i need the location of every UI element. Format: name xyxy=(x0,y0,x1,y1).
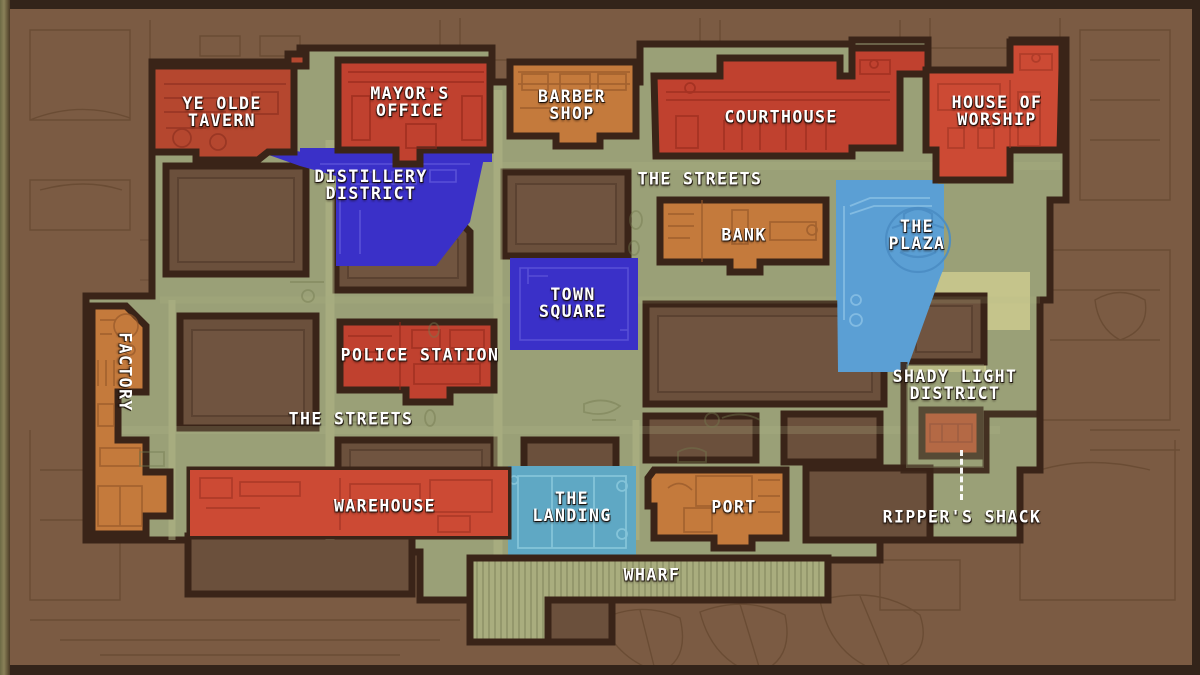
label-wharf[interactable]: WHARF xyxy=(623,565,681,585)
street-props xyxy=(139,210,761,467)
generic-buildings xyxy=(162,162,988,646)
label-the-streets-south[interactable]: THE STREETS xyxy=(288,409,414,429)
building-police-station[interactable] xyxy=(336,318,498,406)
label-mayors-office[interactable]: MAYOR'S OFFICE xyxy=(370,84,450,120)
label-the-landing[interactable]: THE LANDING xyxy=(532,489,612,525)
label-port[interactable]: PORT xyxy=(711,497,757,517)
building-bank[interactable] xyxy=(656,196,830,276)
district-wharf[interactable] xyxy=(466,554,832,646)
label-the-streets-north[interactable]: THE STREETS xyxy=(637,169,763,189)
district-plaza[interactable] xyxy=(836,180,952,372)
district-the-landing[interactable] xyxy=(508,466,636,558)
building-ye-olde-tavern[interactable] xyxy=(148,50,310,164)
label-house-of-worship[interactable]: HOUSE OF WORSHIP xyxy=(951,93,1043,129)
label-the-plaza[interactable]: THE PLAZA xyxy=(888,217,946,253)
building-port[interactable] xyxy=(644,466,790,552)
building-barber-shop[interactable] xyxy=(506,58,640,150)
building-factory[interactable] xyxy=(88,302,174,538)
district-shady-light[interactable] xyxy=(900,362,1040,474)
label-bank[interactable]: BANK xyxy=(721,225,767,245)
building-rippers-shack[interactable] xyxy=(918,406,984,460)
building-warehouse[interactable] xyxy=(186,466,512,540)
building-house-of-worship[interactable] xyxy=(922,38,1066,184)
district-town-square[interactable] xyxy=(510,258,638,350)
label-ye-olde-tavern[interactable]: YE OLDE TAVERN xyxy=(182,94,262,130)
district-distillery[interactable] xyxy=(266,146,640,268)
label-shady-light-district[interactable]: SHADY LIGHT DISTRICT xyxy=(892,367,1018,403)
label-barber-shop[interactable]: BARBER SHOP xyxy=(537,87,607,123)
label-factory[interactable]: FACTORY xyxy=(115,332,135,412)
label-town-square[interactable]: TOWN SQUARE xyxy=(538,285,608,321)
rippers-shack-leader xyxy=(960,450,963,500)
label-courthouse[interactable]: COURTHOUSE xyxy=(724,107,838,127)
frame-edge-highlight xyxy=(0,0,10,675)
building-mayors-office[interactable] xyxy=(334,56,494,168)
label-distillery-district[interactable]: DISTILLERY DISTRICT xyxy=(314,167,428,203)
label-rippers-shack[interactable]: RIPPER'S SHACK xyxy=(882,507,1042,527)
building-courthouse[interactable] xyxy=(650,44,932,160)
label-police-station[interactable]: POLICE STATION xyxy=(340,345,500,365)
label-warehouse[interactable]: WAREHOUSE xyxy=(333,496,437,516)
